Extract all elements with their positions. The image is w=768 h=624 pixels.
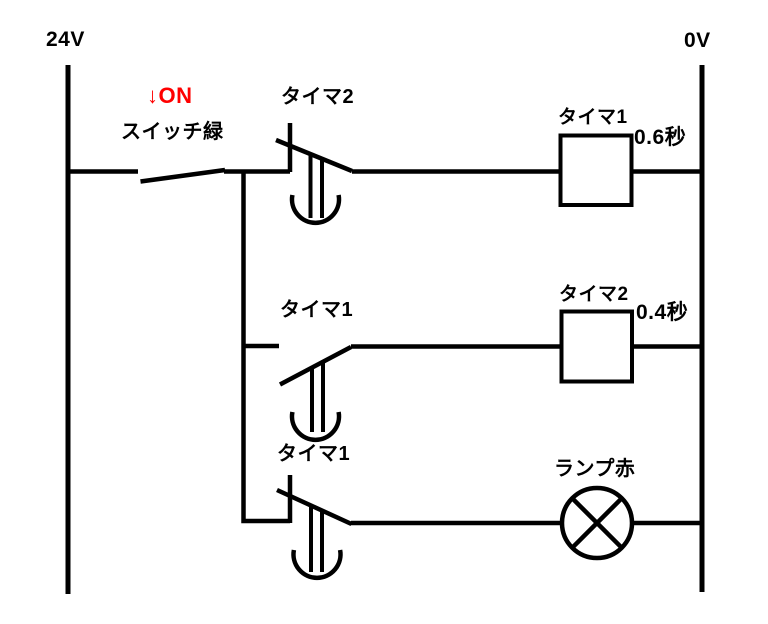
red-lamp-symbol [559, 485, 635, 561]
rung2-contact-label: タイマ1 [280, 299, 354, 321]
switch-on-annotation: ↓ON [147, 83, 193, 108]
rung2-coil-label: タイマ2 [559, 284, 629, 305]
lamp-label: ランプ赤 [554, 458, 636, 480]
right-rail-voltage-label: 0V [684, 29, 711, 52]
timer1-delayed-no-contact-symbol [278, 345, 353, 442]
rung1-coil-label: タイマ1 [558, 107, 628, 128]
green-switch-symbol [140, 167, 226, 184]
rung2-delay-label: 0.4秒 [636, 301, 689, 324]
timer2-coil-symbol [559, 309, 634, 384]
rung1-delay-label: 0.6秒 [634, 126, 687, 149]
timer2-delayed-nc-contact-symbol [275, 123, 353, 225]
timer1-delayed-nc-contact-symbol-2 [276, 475, 353, 580]
rung1-contact-label: タイマ2 [281, 86, 355, 108]
switch-label: スイッチ緑 [121, 121, 224, 143]
rung-2 [243, 309, 702, 442]
rung-3 [276, 475, 702, 580]
timer1-coil-symbol [558, 133, 634, 207]
rung-1 [68, 123, 702, 225]
left-rail-voltage-label: 24V [46, 28, 85, 51]
branch-wire [241, 172, 290, 524]
rung3-contact-label: タイマ1 [277, 443, 351, 465]
